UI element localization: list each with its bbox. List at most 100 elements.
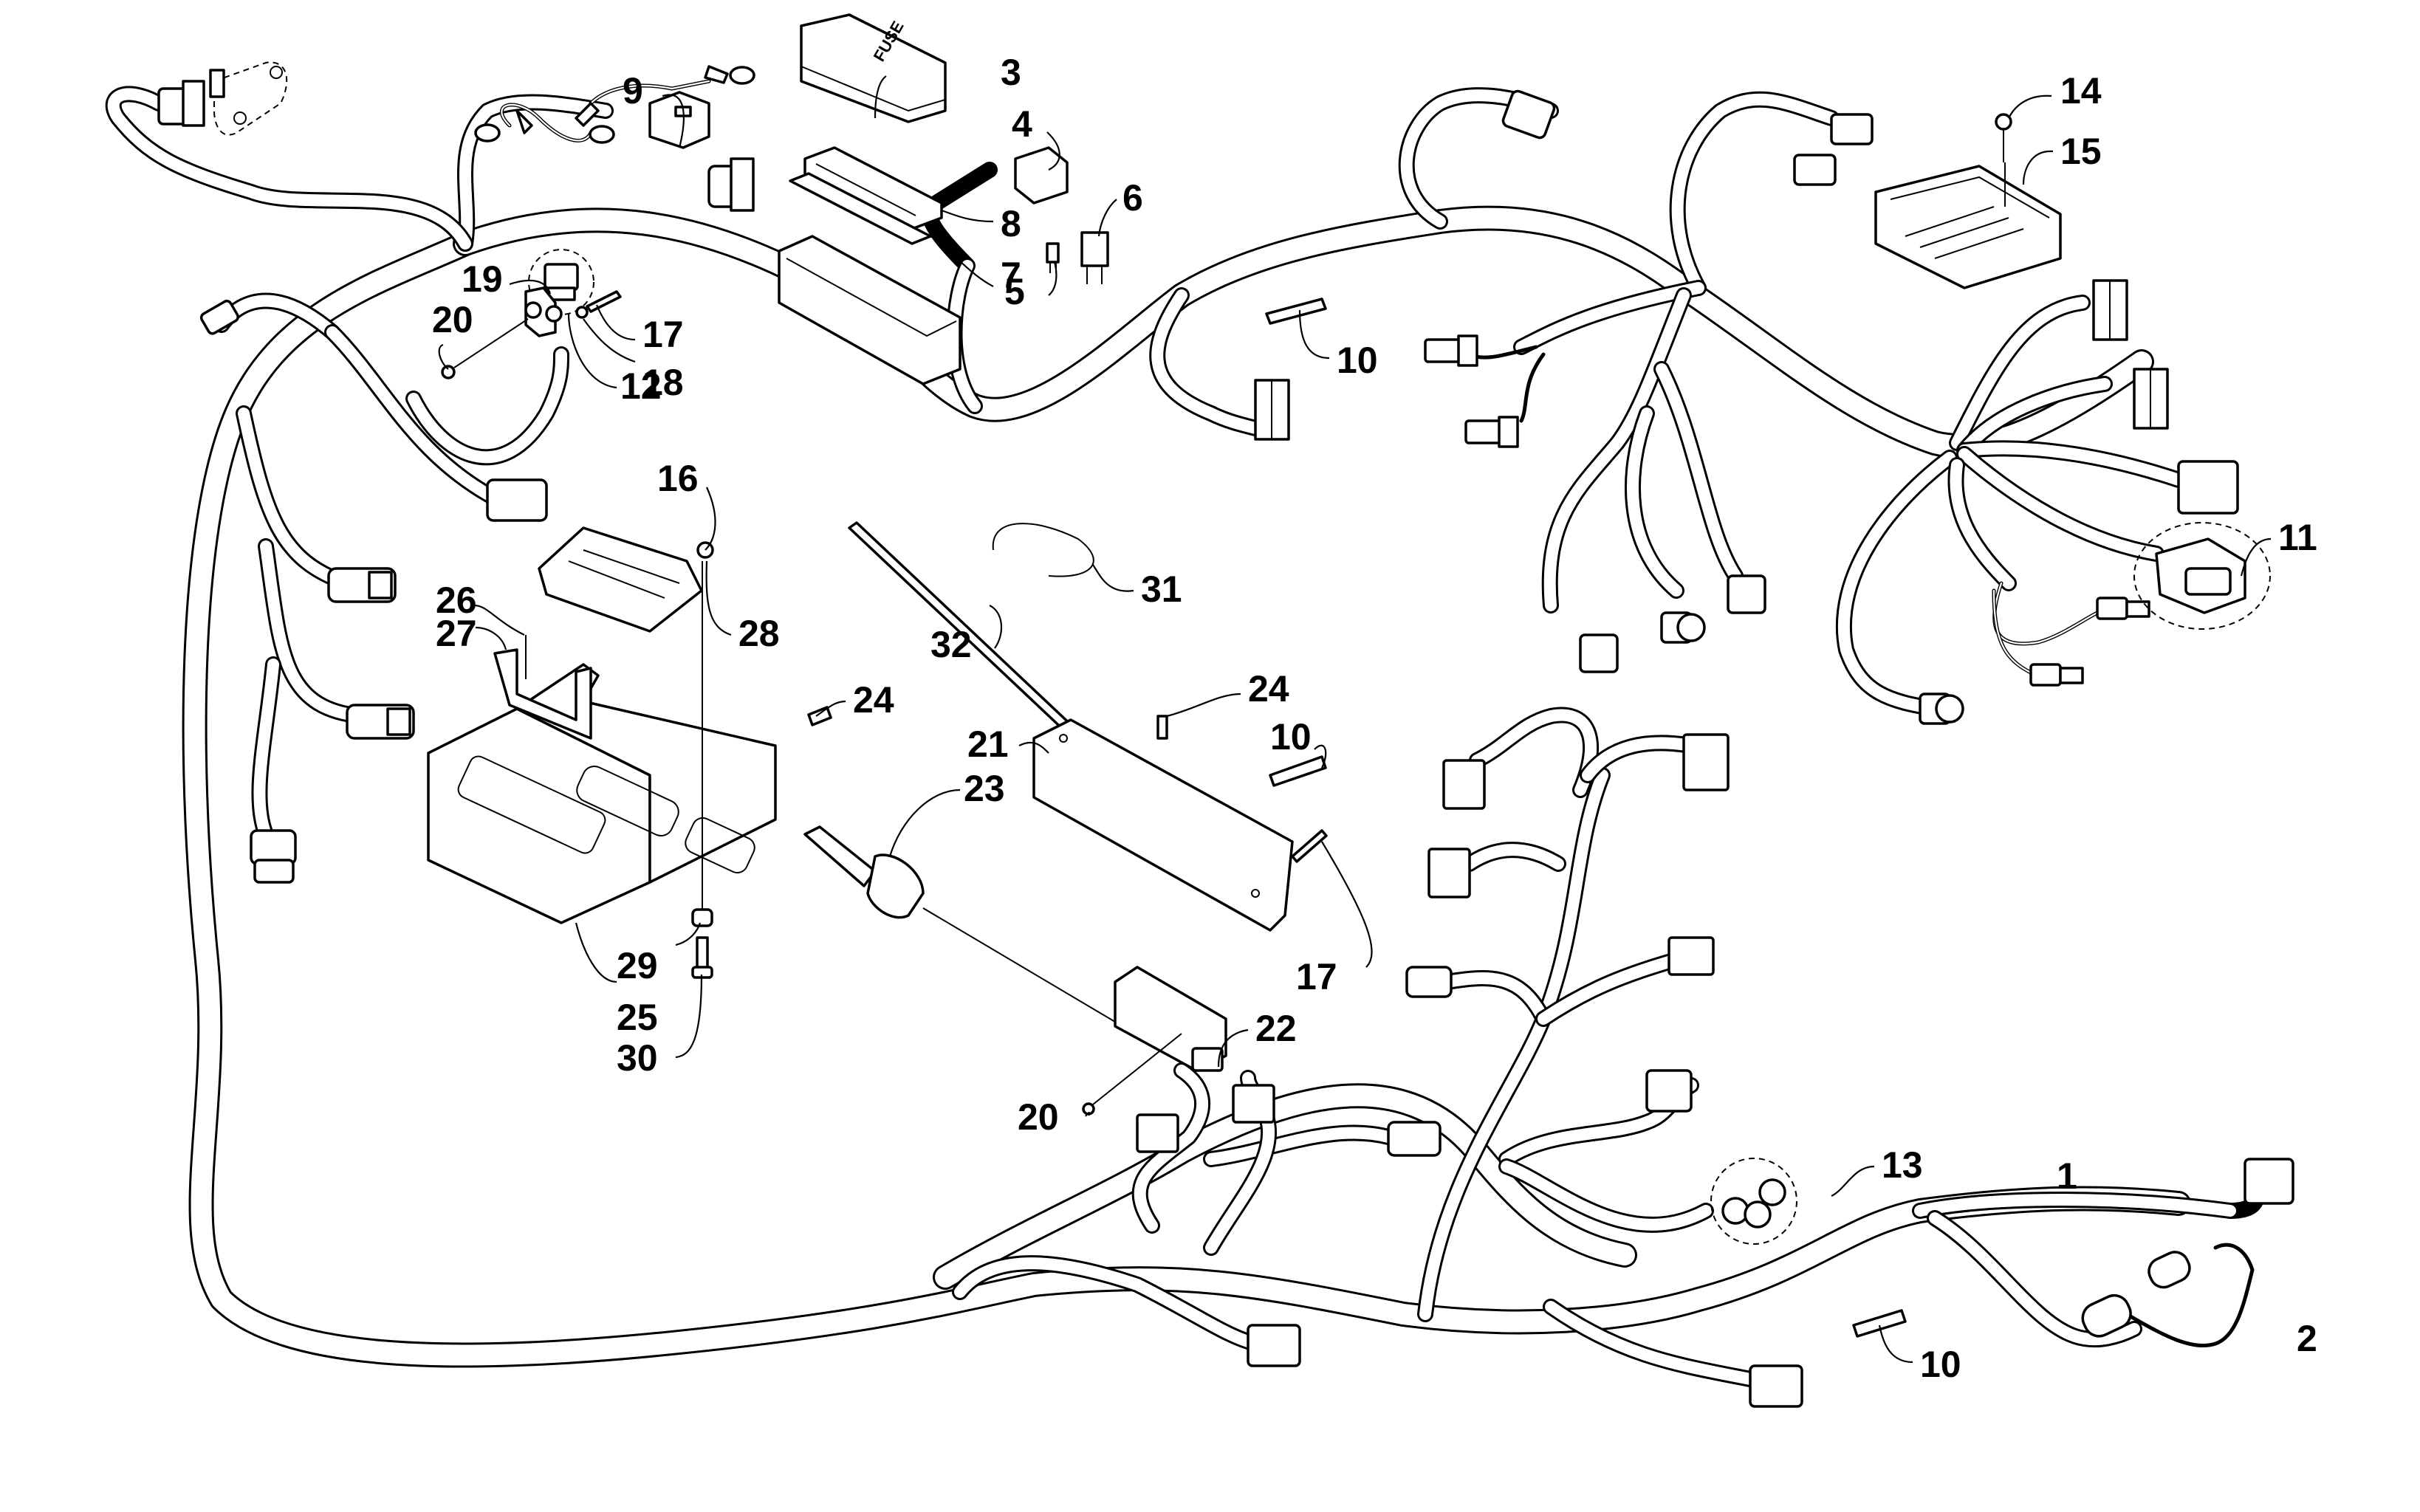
fuse-box-connector [707, 157, 755, 212]
callout-32-cable-tie: 32 [930, 624, 972, 665]
connector-mid-4 [1919, 693, 1964, 725]
callout-5-mini-fuse: 5 [1004, 271, 1025, 312]
callout-24-screw: 24 [853, 679, 894, 721]
connector-block-2 [2092, 279, 2128, 341]
callout-20-nut: 20 [1018, 1096, 1059, 1138]
connector-right-end [2244, 1158, 2294, 1205]
connector-regulator-1 [1830, 113, 1874, 145]
harness-clip-part [1269, 755, 1327, 787]
fuse-holder-part [2081, 1251, 2191, 1338]
callout-8-fuse-box-seal: 8 [1001, 203, 1021, 244]
actuator-part [922, 907, 1227, 1072]
connector-block-1 [1254, 379, 1290, 441]
callout-29-grommet: 29 [617, 945, 658, 986]
connector-mid-3 [1727, 574, 1766, 614]
connector-left-2 [327, 567, 397, 603]
nut-20b-part [1082, 1033, 1182, 1116]
fuse-box-assembly: FUSE [778, 13, 1109, 385]
connectors [157, 61, 2294, 1408]
multi-pin-connector-part [2133, 522, 2271, 630]
callout-19-sensor-bracket: 19 [462, 258, 503, 300]
connector-mid-2 [1660, 611, 1706, 644]
connector-6-pin [2177, 460, 2239, 515]
connector-top-left [157, 80, 205, 127]
connector-mid-6 [1667, 936, 1715, 976]
callout-27-clip-bracket: 27 [436, 613, 477, 654]
connector-mid-1 [1579, 633, 1619, 673]
callout-4-relay-large: 4 [1012, 103, 1032, 145]
callout-18-washer: 18 [642, 362, 684, 403]
callout-15-voltage-regulator: 15 [2060, 131, 2102, 172]
connector-bottom-2 [1232, 1084, 1275, 1124]
callout-16-nut: 16 [657, 458, 699, 499]
connector-4-pin-part [528, 249, 594, 315]
connector-mid-5 [1405, 966, 1453, 998]
callout-12-connector-4-pin: 12 [620, 365, 662, 407]
callout-13-connector-3-pin: 13 [1882, 1144, 1923, 1186]
callout-22-actuator: 22 [1255, 1008, 1297, 1049]
screw-17b-part [1291, 829, 1328, 863]
fuse-box-base-part [778, 235, 962, 385]
callout-10-harness-clip: 10 [1337, 340, 1378, 381]
ring-terminal-1 [704, 65, 755, 85]
cable-tie-loop-part [992, 523, 1094, 577]
callout-30-shoulder-bolt: 30 [617, 1037, 658, 1079]
connector-left-3 [346, 704, 415, 740]
callout-labels: 1234567891010101112131415161717181920202… [432, 52, 2317, 1385]
ring-terminal-3 [474, 109, 533, 142]
callout-23-actuator-boot: 23 [964, 768, 1005, 809]
callout-26-rivet: 26 [436, 580, 477, 621]
screw-24a-part [807, 706, 832, 726]
connector-cap-part [648, 91, 710, 149]
callout-11-multi-pin-connector: 11 [2278, 517, 2317, 558]
callout-1-main-wiring-harness: 1 [2057, 1155, 2077, 1197]
fuse-box-seal-part [803, 146, 943, 230]
voltage-regulator-part [1874, 113, 2062, 289]
clip-bracket-part [493, 635, 592, 740]
connector-block-3 [2133, 368, 2169, 430]
callout-21-actuator-bracket: 21 [967, 724, 1009, 765]
ring-terminal-2 [575, 102, 615, 144]
fuse-box-cover-part: FUSE [800, 13, 947, 123]
callout-17-screw: 17 [1296, 956, 1337, 997]
connector-bottom-1 [1136, 1113, 1179, 1153]
callout-24-screw: 24 [1248, 668, 1289, 709]
relay-large-part [1014, 146, 1069, 205]
callout-7-fuse-box-label-plate: 7 [1001, 255, 1021, 296]
callout-10-harness-clip: 10 [1920, 1344, 1961, 1385]
callout-31-cable-tie-loop: 31 [1141, 568, 1182, 610]
callout-3-fuse-box-cover: 3 [1001, 52, 1021, 93]
callout-28-control-module: 28 [738, 613, 780, 654]
connector-injector-2 [1682, 733, 1730, 791]
actuator-bracket-part [1032, 718, 1294, 932]
shoulder-bolt-part [691, 936, 713, 979]
connector-left-4 [250, 829, 297, 884]
nut-20-part [441, 365, 456, 379]
callout-25-mounting-bracket: 25 [617, 997, 658, 1038]
callout-2-fuse-holder-lead: 2 [2297, 1318, 2317, 1359]
connector-bottom-5 [1749, 1364, 1803, 1408]
callout-14-screw: 14 [2060, 70, 2102, 111]
callout-9-connector-cap: 9 [623, 70, 643, 111]
micro-relay-part [1080, 231, 1109, 284]
leader-lines [438, 75, 2272, 1364]
speed-sensor-dashed [209, 61, 288, 136]
connector-small-pair-3 [2096, 597, 2150, 620]
connector-mid-7 [1645, 1069, 1693, 1113]
connector-small-pair-4 [2029, 663, 2084, 687]
harness-branches [105, 86, 2265, 1389]
callout-6-micro-relay: 6 [1122, 177, 1143, 219]
connector-top-mid [1501, 89, 1556, 140]
connector-bottom-4 [1247, 1324, 1301, 1367]
connector-bottom-3 [1387, 1121, 1442, 1157]
screw-24b-part [1156, 715, 1168, 740]
connector-injector-3 [1427, 848, 1471, 898]
washer-part [575, 306, 589, 319]
connector-small-pair-1 [1424, 334, 1478, 367]
harness-clip-part [1265, 298, 1327, 325]
connector-left-1 [199, 299, 239, 335]
grommet-part [691, 908, 713, 927]
callout-17-screw: 17 [642, 314, 684, 355]
connector-regulator-2 [1793, 154, 1837, 186]
